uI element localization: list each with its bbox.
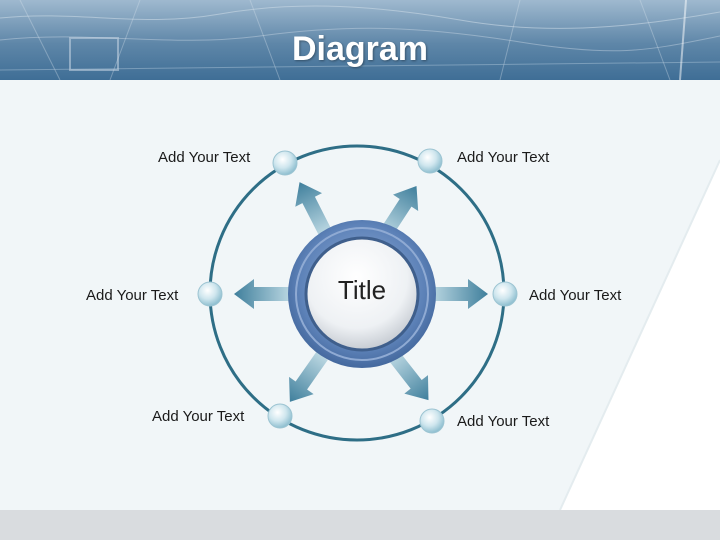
monitor-icon [69, 37, 119, 71]
footer-bar [0, 510, 720, 540]
node-bottom-left [267, 403, 293, 429]
arrow-top-right [380, 186, 419, 237]
node-label-top-left: Add Your Text [158, 149, 251, 166]
node-right [492, 281, 518, 307]
center-hub [288, 220, 436, 368]
center-title: Title [337, 275, 387, 305]
arrow-right [432, 279, 488, 309]
node-label-bottom-left: Add Your Text [152, 408, 245, 425]
header-banner: Diagram [0, 0, 720, 80]
arrow-bottom-right [388, 351, 429, 401]
node-label-left: Add Your Text [86, 287, 179, 304]
node-label-bottom-right: Add Your Text [457, 413, 550, 430]
node-top-left [272, 150, 298, 176]
arrow-bottom-left [289, 351, 328, 402]
node-label-top-right: Add Your Text [457, 149, 550, 166]
map-texture-graphic [0, 0, 720, 80]
node-top-right [417, 148, 443, 174]
arrow-left [234, 279, 290, 309]
node-bottom-right [419, 408, 445, 434]
slide-title: Diagram [291, 30, 429, 68]
node-left [197, 281, 223, 307]
node-label-right: Add Your Text [529, 287, 622, 304]
arrow-top-left [295, 182, 332, 236]
